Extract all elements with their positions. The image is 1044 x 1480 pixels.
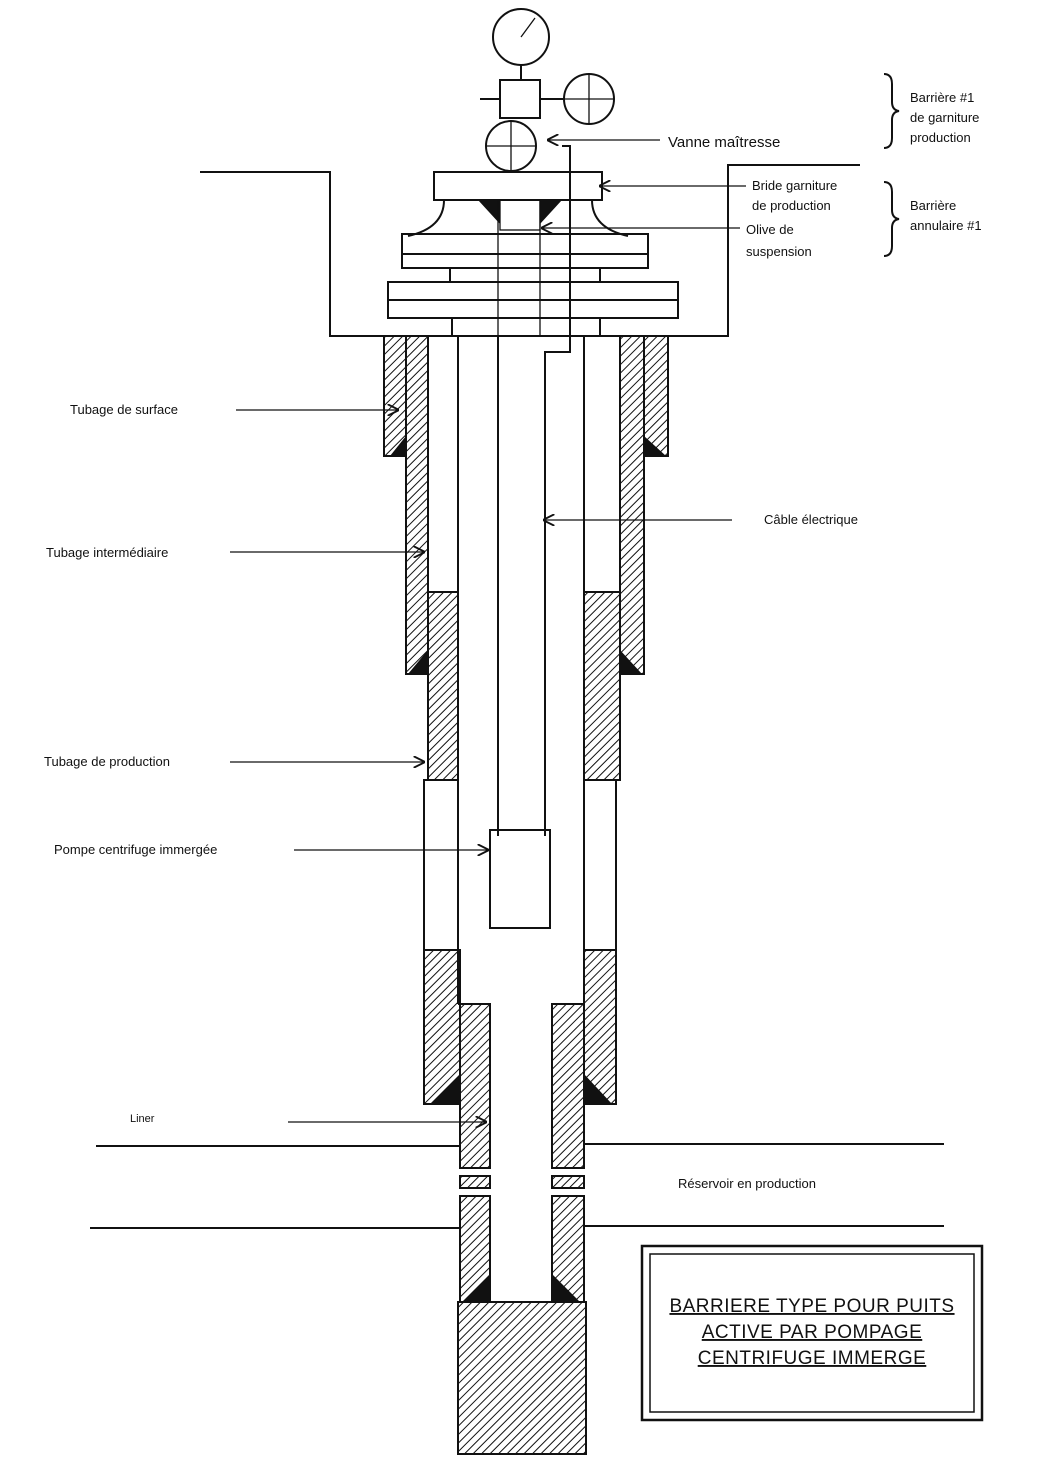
flange-label-line1: Bride garniture: [752, 178, 837, 193]
reservoir-boundaries: [90, 1143, 944, 1229]
production-casing-label: Tubage de production: [44, 754, 170, 769]
production-flange: [407, 171, 629, 237]
annular-barrier-brace: [883, 181, 900, 257]
title-line1: BARRIERE TYPE POUR PUITS: [669, 1296, 954, 1317]
master-valve-label: Vanne maîtresse: [668, 134, 780, 151]
tubing-hanger: [478, 199, 562, 231]
annular-barrier-label-line2: annulaire #1: [910, 218, 982, 233]
bottom-cement-plug: [457, 1301, 587, 1455]
master-valve-wheel: [485, 120, 537, 172]
esp-pump-body: [489, 829, 551, 929]
electric-cable: [544, 145, 571, 836]
control-line-frame: [200, 164, 860, 337]
esp-pump-label: Pompe centrifuge immergée: [54, 842, 217, 857]
pressure-gauge: [492, 8, 550, 80]
surface-casing-label: Tubage de surface: [70, 402, 178, 417]
hanger-label-line2: suspension: [746, 244, 812, 259]
hanger-label-line1: Olive de: [746, 222, 794, 237]
wing-valve: [480, 73, 615, 125]
barrier1-label-line2: de garniture: [910, 110, 979, 125]
electric-cable-label: Câble électrique: [764, 512, 858, 527]
barrier1-label-line1: Barrière #1: [910, 90, 974, 105]
liner-label: Liner: [130, 1113, 155, 1125]
intermediate-casing-label: Tubage intermédiaire: [46, 545, 168, 560]
barrier1-brace: [883, 73, 900, 149]
annular-barrier-label-line1: Barrière: [910, 198, 956, 213]
surface-casing: [383, 335, 669, 457]
title-line2: ACTIVE PAR POMPAGE: [702, 1322, 923, 1343]
production-casing: [423, 335, 621, 1105]
flange-label-line2: de production: [752, 198, 831, 213]
liner: [459, 1003, 585, 1303]
wellhead-spools: [387, 233, 679, 337]
production-tubing: [457, 200, 585, 1005]
barrier1-label-line3: production: [910, 130, 971, 145]
title-line3: CENTRIFUGE IMMERGE: [698, 1348, 927, 1369]
title-box: BARRIERE TYPE POUR PUITS ACTIVE PAR POMP…: [640, 1244, 984, 1422]
intermediate-casing: [405, 335, 645, 675]
reservoir-label: Réservoir en production: [678, 1176, 816, 1191]
